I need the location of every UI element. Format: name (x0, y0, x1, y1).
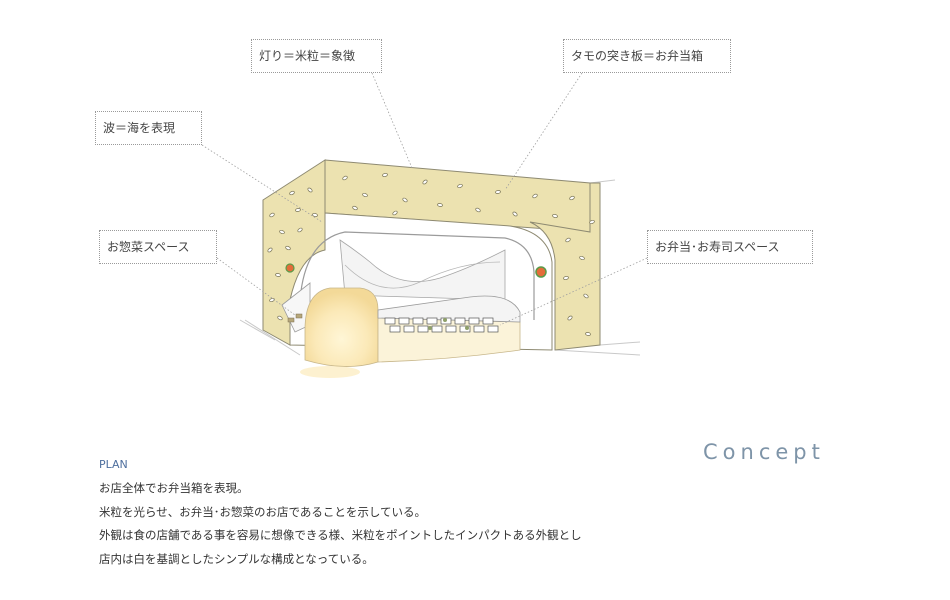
bento-showcase (377, 295, 521, 323)
callout-bento-sushi-space: お弁当･お寿司スペース (647, 230, 813, 264)
callout-deli-space-text: お惣菜スペース (107, 240, 190, 254)
glowing-counter (304, 287, 379, 367)
shop-logo-icon (535, 266, 547, 278)
plan-line-4: 店内は白を基調としたシンプルな構成となっている。 (99, 551, 374, 566)
storefront-sketch (201, 72, 648, 378)
callout-light-rice: 灯り＝米粒＝象徴 (251, 39, 382, 73)
plan-section: PLAN お店全体でお弁当箱を表現。 米粒を光らせ、お弁当･お惣菜のお店であるこ… (99, 457, 699, 571)
plan-line-1: お店全体でお弁当箱を表現。 (99, 481, 249, 495)
plan-line-2: 米粒を光らせ、お弁当･お惣菜のお店であることを示している。 (99, 504, 427, 519)
wave-wall (339, 239, 506, 301)
callout-deli-space: お惣菜スペース (99, 230, 217, 264)
callout-tamo-board: タモの突き板＝お弁当箱 (563, 39, 731, 73)
callout-wave-sea-text: 波＝海を表現 (103, 121, 176, 135)
inner-arch (299, 231, 535, 320)
callout-bento-sushi-space-text: お弁当･お寿司スペース (655, 240, 780, 254)
right-pillar (529, 182, 601, 351)
concept-title: Concept (703, 440, 825, 464)
plan-label: PLAN (99, 458, 128, 471)
plan-line-3: 外観は食の店舗である事を容易に想像できる様、米粒をポイントしたインパクトある外観… (99, 528, 582, 542)
callout-leader-lines (201, 72, 648, 326)
callout-light-rice-text: 灯り＝米粒＝象徴 (259, 49, 356, 63)
rice-grain-pattern (267, 187, 318, 321)
callout-tamo-board-text: タモの突き板＝お弁当箱 (571, 49, 704, 63)
callout-wave-sea: 波＝海を表現 (95, 111, 202, 145)
